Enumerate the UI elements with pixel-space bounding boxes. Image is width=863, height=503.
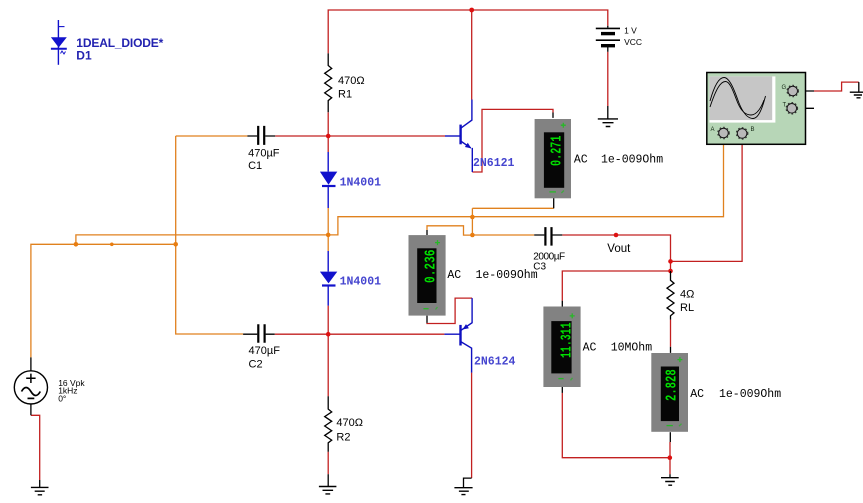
svg-text:AC: AC [583,341,597,354]
svg-text:11.311: 11.311 [558,323,575,359]
svg-text:D1: D1 [76,48,92,62]
svg-text:AC: AC [690,388,704,401]
svg-text:1N4001: 1N4001 [340,176,382,189]
svg-text:A: A [711,127,715,133]
svg-text:4Ω: 4Ω [680,289,694,301]
svg-text:0°: 0° [58,393,66,403]
svg-text:AC: AC [574,153,588,166]
svg-text:2N6121: 2N6121 [473,157,515,170]
svg-text:10MOhm: 10MOhm [611,341,653,354]
svg-text:RL: RL [680,302,694,314]
svg-text:1DEAL_DIODE*: 1DEAL_DIODE* [76,36,163,50]
svg-text:1kHz: 1kHz [58,386,77,396]
svg-text:2000µF: 2000µF [533,252,565,263]
svg-text:AC: AC [447,269,461,282]
svg-text:1e-009Ohm: 1e-009Ohm [476,269,538,282]
svg-text:1e-009Ohm: 1e-009Ohm [601,153,663,166]
svg-text:0.236: 0.236 [422,250,439,284]
svg-text:1e-009Ohm: 1e-009Ohm [719,388,781,401]
svg-text:2.828: 2.828 [664,369,681,401]
svg-text:B: B [751,127,755,133]
svg-text:C3: C3 [533,261,546,272]
svg-text:C2: C2 [249,358,263,370]
svg-text:C1: C1 [248,160,262,172]
svg-text:470µF: 470µF [249,345,281,357]
svg-text:VCC: VCC [624,37,642,47]
svg-text:Vout: Vout [607,243,631,255]
svg-text:1N4001: 1N4001 [340,276,382,289]
svg-text:470Ω: 470Ω [338,75,365,87]
svg-text:R1: R1 [338,88,352,100]
svg-text:470Ω: 470Ω [336,417,363,429]
svg-text:G: G [782,85,787,91]
svg-text:16 Vpk: 16 Vpk [58,378,85,388]
svg-text:T: T [783,103,787,109]
svg-text:1 V: 1 V [624,25,637,35]
svg-text:470µF: 470µF [248,147,280,159]
svg-text:R2: R2 [336,431,350,443]
svg-text:0.271: 0.271 [548,136,565,167]
svg-text:2N6124: 2N6124 [474,356,516,369]
